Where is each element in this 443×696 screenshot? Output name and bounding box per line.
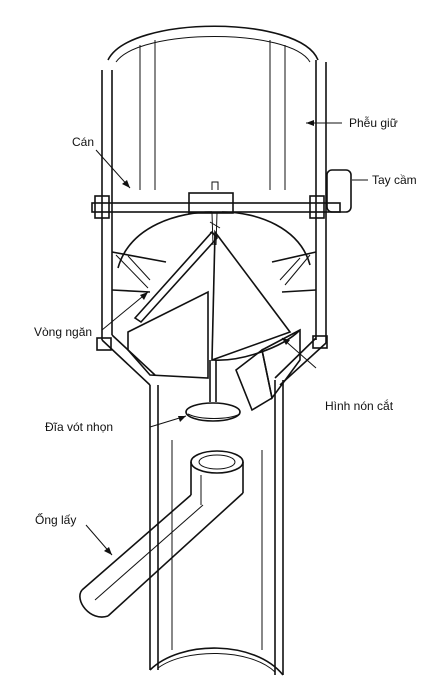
label-baffle-ring: Vòng ngăn bbox=[34, 325, 92, 339]
leader-lines bbox=[85, 120, 368, 556]
baffle-ring bbox=[111, 251, 317, 293]
label-handle: Tay cầm bbox=[372, 173, 417, 187]
label-pointed-disc: Đĩa vót nhọn bbox=[45, 420, 113, 434]
label-holder-funnel: Phễu giữ bbox=[349, 115, 398, 130]
pointed-disc bbox=[185, 402, 241, 422]
label-rod: Cán bbox=[72, 135, 94, 149]
hatched-block bbox=[127, 290, 209, 379]
cut-cone bbox=[211, 229, 301, 412]
handle bbox=[326, 169, 352, 213]
lower-tube bbox=[149, 380, 284, 676]
label-cut-cone: Hình nón cắt bbox=[325, 398, 394, 413]
label-sampling-tube: Ống lấy bbox=[35, 512, 76, 527]
spindle bbox=[209, 360, 217, 402]
rod bbox=[91, 192, 341, 219]
inclined-plate bbox=[133, 230, 219, 324]
sampling-tube bbox=[79, 450, 244, 618]
